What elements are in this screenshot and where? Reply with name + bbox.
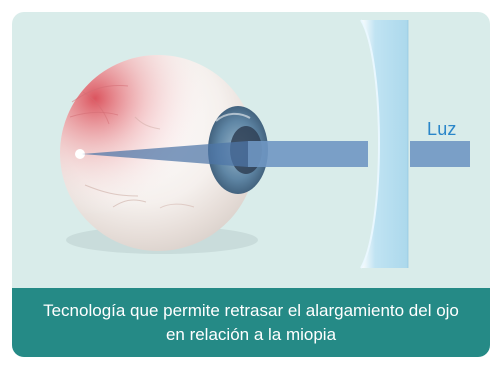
eye-lens-illustration: [60, 19, 470, 269]
contact-lens-illustration: [360, 19, 409, 269]
retina-focus-point: [75, 149, 85, 159]
light-label: Luz: [427, 119, 457, 139]
caption-text: Tecnología que permite retrasar el alarg…: [43, 300, 459, 344]
caption-bar: Tecnología que permite retrasar el alarg…: [12, 288, 490, 357]
figure-card: Luz Tecnología que permite retrasar el a…: [12, 12, 490, 357]
light-beam: [82, 141, 470, 167]
